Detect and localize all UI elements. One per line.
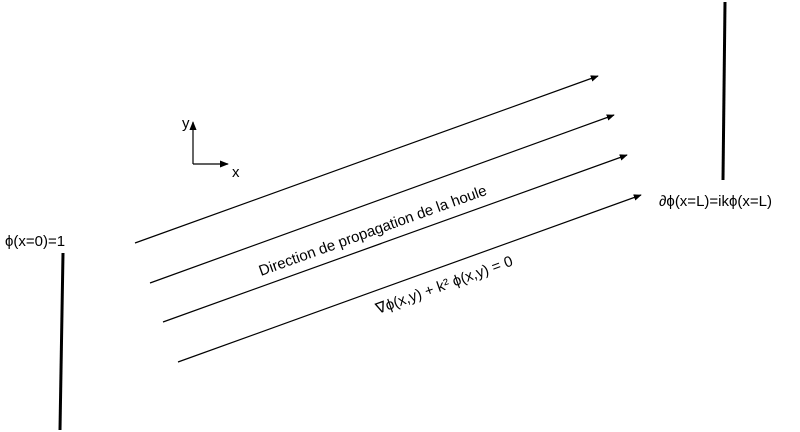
- helmholtz-equation: ∇ϕ(x,y) + k² ϕ(x,y) = 0: [373, 253, 516, 318]
- right-boundary-label: ∂ϕ(x=L)=ikϕ(x=L): [659, 193, 772, 210]
- propagation-arrow-2: [149, 114, 615, 284]
- left-boundary-wall: [58, 252, 65, 431]
- left-boundary-label: ϕ(x=0)=1: [5, 233, 65, 250]
- propagation-arrow-1: [134, 75, 599, 244]
- propagation-label: Direction de propagation de la houle: [257, 182, 490, 280]
- y-axis-label: y: [182, 115, 190, 132]
- x-axis-label: x: [232, 164, 240, 181]
- right-boundary-wall: [721, 1, 727, 181]
- axes-icon: y x: [182, 115, 240, 181]
- propagation-arrow-4: [177, 194, 642, 363]
- propagation-arrow-3: [162, 154, 628, 323]
